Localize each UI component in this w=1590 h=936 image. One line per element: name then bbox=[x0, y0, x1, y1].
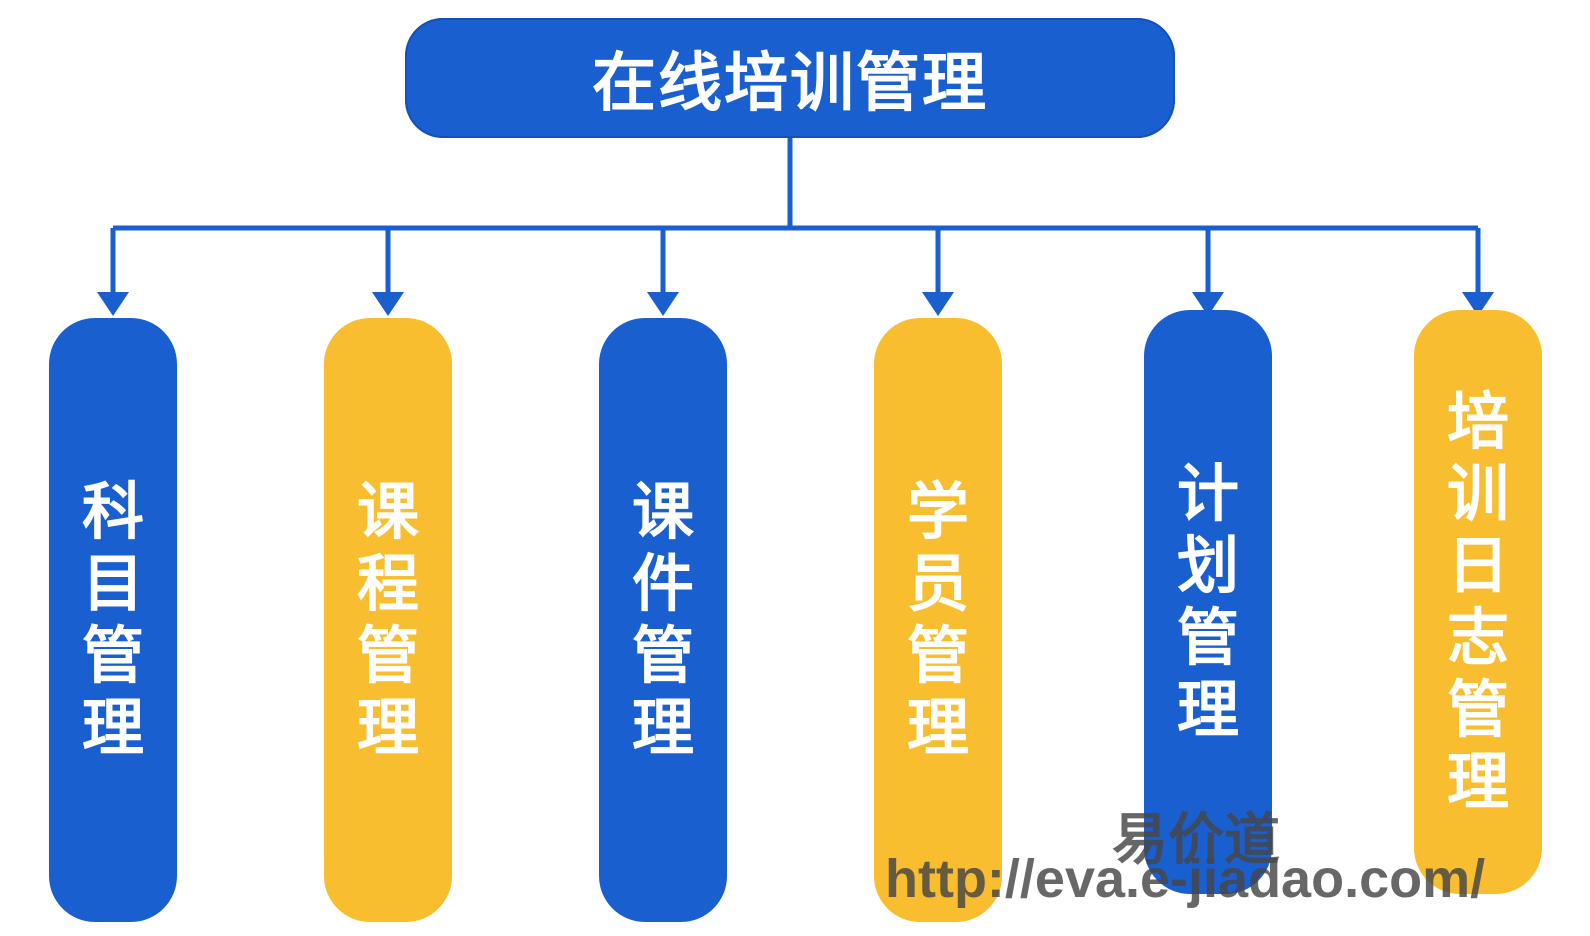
label-character: 管 bbox=[906, 619, 969, 692]
child-node-subject-management: 科目管理 bbox=[49, 318, 177, 922]
label-character: 训 bbox=[1446, 457, 1509, 530]
label-character: 科 bbox=[81, 475, 144, 548]
label-character: 程 bbox=[356, 547, 419, 620]
label-character: 管 bbox=[1176, 601, 1239, 674]
label-character: 员 bbox=[906, 547, 969, 620]
label-character: 理 bbox=[1176, 673, 1239, 746]
child-node-label: 科目管理 bbox=[82, 476, 144, 764]
arrow-down-icon bbox=[97, 292, 129, 316]
label-character: 件 bbox=[631, 547, 694, 620]
label-character: 理 bbox=[631, 691, 694, 764]
label-character: 志 bbox=[1446, 601, 1509, 674]
label-character: 日 bbox=[1446, 529, 1509, 602]
root-node: 在线培训管理 bbox=[405, 18, 1175, 138]
label-character: 划 bbox=[1176, 529, 1239, 602]
label-character: 课 bbox=[356, 475, 419, 548]
label-character: 管 bbox=[356, 619, 419, 692]
child-node-student-management: 学员管理 bbox=[874, 318, 1002, 922]
arrow-down-icon bbox=[647, 292, 679, 316]
label-character: 计 bbox=[1176, 457, 1239, 530]
label-character: 理 bbox=[1446, 745, 1509, 818]
label-character: 理 bbox=[356, 691, 419, 764]
child-node-label: 计划管理 bbox=[1177, 458, 1239, 746]
child-node-label: 学员管理 bbox=[907, 476, 969, 764]
label-character: 培 bbox=[1446, 385, 1509, 458]
watermark-url: http://eva.e-jiadao.com/ bbox=[885, 849, 1486, 909]
child-node-training-log-management: 培训日志管理 bbox=[1414, 310, 1542, 894]
arrow-down-icon bbox=[372, 292, 404, 316]
label-character: 理 bbox=[81, 691, 144, 764]
arrow-down-icon bbox=[1192, 292, 1224, 316]
label-character: 管 bbox=[631, 619, 694, 692]
label-character: 理 bbox=[906, 691, 969, 764]
label-character: 课 bbox=[631, 475, 694, 548]
arrow-down-icon bbox=[922, 292, 954, 316]
label-character: 目 bbox=[81, 547, 144, 620]
label-character: 学 bbox=[906, 475, 969, 548]
child-node-plan-management: 计划管理 bbox=[1144, 310, 1272, 894]
child-node-label: 课程管理 bbox=[357, 476, 419, 764]
child-node-courseware-management: 课件管理 bbox=[599, 318, 727, 922]
watermark-brand: 易价道 bbox=[1112, 808, 1280, 873]
label-character: 管 bbox=[1446, 673, 1509, 746]
arrow-down-icon bbox=[1462, 292, 1494, 316]
child-node-course-management: 课程管理 bbox=[324, 318, 452, 922]
child-node-label: 课件管理 bbox=[632, 476, 694, 764]
label-character: 管 bbox=[81, 619, 144, 692]
child-node-label: 培训日志管理 bbox=[1447, 386, 1509, 818]
